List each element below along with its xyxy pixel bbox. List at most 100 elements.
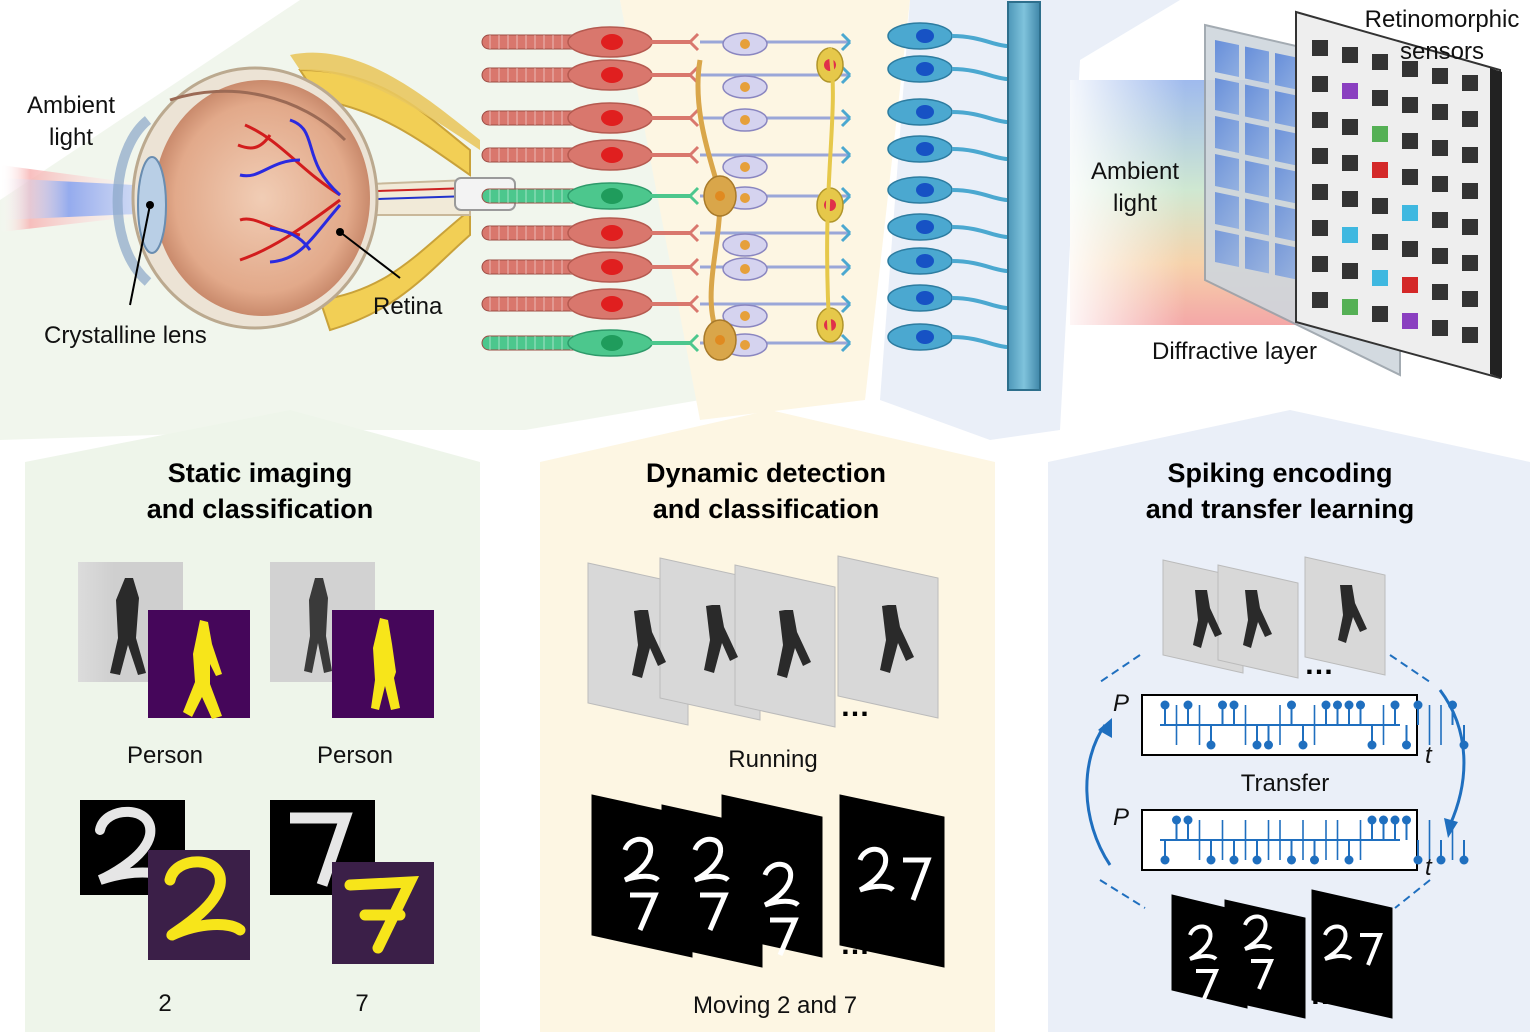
sensor-pixel <box>1342 191 1358 207</box>
photoreceptor-nucleus <box>601 147 623 163</box>
sensor-pixel <box>1372 198 1388 214</box>
digit-seven <box>700 892 729 931</box>
device-ambient-light-label: Ambient light <box>1080 156 1190 220</box>
sensor-pixel <box>1312 256 1328 272</box>
photoreceptor-nucleus <box>601 110 623 126</box>
sensor-pixel <box>1432 176 1448 192</box>
device-ambient-line-1: Ambient <box>1090 158 1180 185</box>
sensors-line-1: Retinomorphic <box>1364 6 1520 33</box>
digit-two <box>692 836 730 883</box>
spike-head <box>1229 855 1239 865</box>
sensor-pixel <box>1432 212 1448 228</box>
diffractive-pixel <box>1215 154 1239 191</box>
sensor-pixel <box>1372 54 1388 70</box>
diffractive-pixel <box>1275 205 1299 242</box>
spike-head <box>1367 740 1377 750</box>
eye-ambient-light-label: Ambient light <box>16 90 126 154</box>
sensor-pixel <box>1342 299 1358 315</box>
person-label-2: Person <box>316 742 394 769</box>
spike-head <box>1344 855 1354 865</box>
dynamic-images <box>587 555 945 968</box>
digit-frame <box>839 794 945 968</box>
dynamic-panel-title: Dynamic detection and classification <box>566 455 966 527</box>
sensor-pixel <box>1372 126 1388 142</box>
running-label: Running <box>728 746 818 773</box>
digit-seven <box>903 857 932 901</box>
curved-arrow-down-icon <box>1444 818 1458 838</box>
sensor-array <box>1295 10 1501 380</box>
spike-head <box>1436 855 1446 865</box>
spike-head <box>1160 700 1170 710</box>
photoreceptor-segment <box>481 147 583 163</box>
spike-head <box>1160 855 1170 865</box>
static-title-line-2: and classification <box>146 494 374 524</box>
photoreceptor-segment <box>481 335 583 351</box>
spike-head <box>1206 855 1216 865</box>
sensor-pixel <box>1462 327 1478 343</box>
digit-seven <box>1360 933 1383 966</box>
sensor-pixel <box>1402 61 1418 77</box>
sensor-pixel <box>1312 76 1328 92</box>
sensor-pixel <box>1432 284 1448 300</box>
diffractive-pixel <box>1245 160 1269 198</box>
spike-head <box>1264 740 1273 750</box>
sensor-pixel <box>1312 112 1328 128</box>
sensor-pixel <box>1402 205 1418 221</box>
spike-head <box>1367 815 1377 825</box>
spike-head <box>1172 815 1181 825</box>
retina-label: Retina <box>373 293 443 320</box>
retinomorphic-device <box>1070 10 1502 380</box>
sensor-pixel <box>1402 277 1418 293</box>
sensor-pixel <box>1402 313 1418 329</box>
spike-trains <box>1141 694 1469 871</box>
digit-seven <box>770 917 799 956</box>
spike-head <box>1206 740 1216 750</box>
digit-two <box>1243 914 1273 951</box>
photoreceptor-nucleus <box>601 188 623 204</box>
digit-frame <box>721 794 823 958</box>
digit-two <box>762 861 800 908</box>
runner-silhouette <box>704 605 738 673</box>
sensor-pixel <box>1342 47 1358 63</box>
runner-silhouette <box>1193 590 1222 648</box>
spike-head <box>1402 815 1411 825</box>
digit-two <box>1188 924 1218 961</box>
sensor-pixel <box>1402 97 1418 113</box>
eye-ambient-line-2: light <box>48 124 94 151</box>
sensors-line-2: sensors <box>1399 38 1485 65</box>
diffractive-pixel <box>1245 84 1269 122</box>
spike-head <box>1252 855 1262 865</box>
digit-seven <box>1196 969 1220 1000</box>
spiking-title-line-2: and transfer learning <box>1145 494 1415 524</box>
spike-head <box>1402 740 1411 750</box>
sensor-pixel <box>1342 227 1358 243</box>
spike-head <box>1252 740 1262 750</box>
moving-ellipsis: … <box>840 928 872 961</box>
axis-p-label-2: P <box>1113 804 1130 831</box>
sensor-pixel <box>1342 119 1358 135</box>
photoreceptor-nucleus <box>601 296 623 312</box>
diffractive-pixel <box>1215 40 1239 77</box>
spike-digit-frame <box>1311 889 1393 1019</box>
sensor-pixel <box>1312 184 1328 200</box>
digit-seven <box>630 892 659 931</box>
diffractive-pixel <box>1275 243 1299 280</box>
sensor-pixel <box>1432 320 1448 336</box>
amacrine-cell-process <box>825 47 835 341</box>
spike-head <box>1344 700 1354 710</box>
diffractive-pixel <box>1275 91 1299 128</box>
diffractive-pixel <box>1245 46 1269 84</box>
sensor-pixel <box>1372 90 1388 106</box>
sensor-pixel <box>1342 83 1358 99</box>
sensor-pixel <box>1402 133 1418 149</box>
photoreceptor-segment <box>481 34 583 50</box>
static-images <box>78 562 434 964</box>
curved-arrow-up-icon <box>1098 718 1112 738</box>
sensor-pixel <box>1462 111 1478 127</box>
spiking-bottom-ellipsis: … <box>1310 978 1342 1011</box>
diffractive-pixel <box>1245 122 1269 160</box>
dynamic-title-line-2: and classification <box>652 494 880 524</box>
photoreceptor-segment <box>481 259 583 275</box>
spiking-title-line-1: Spiking encoding <box>1167 458 1393 488</box>
